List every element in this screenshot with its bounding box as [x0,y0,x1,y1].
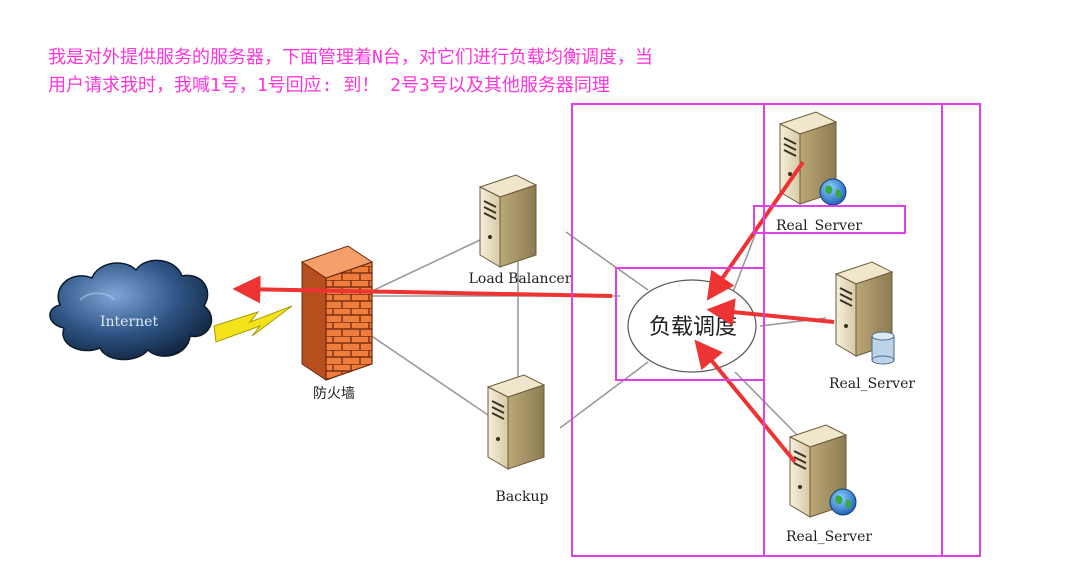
firewall-icon [300,245,374,381]
real-server-2-label: Real_Server [829,376,915,392]
globe-icon [819,178,847,206]
backup-server-icon [486,374,546,470]
annotation-boxes [571,103,981,557]
caption-line-2: 用户请求我时，我喊1号，1号回应: 到！ 2号3号以及其他服务器同理 [48,75,610,96]
annotation-box-outer [571,103,943,557]
load-balancer-label: Load Balancer [469,271,572,287]
globe-icon [829,488,857,516]
load-balancer-server-icon [478,174,538,268]
database-icon [871,331,895,365]
arrow-from-server-3 [694,339,797,464]
annotation-box-server-label [753,205,906,234]
request-arrows [232,160,835,464]
firewall-label: 防火墙 [313,386,355,402]
annotation-box-scheduler [615,267,765,381]
lightning-icon [213,305,293,343]
real-server-1-label: Real_Server [776,218,862,234]
annotation-caption: 我是对外提供服务的服务器，下面管理着N台，对它们进行负载均衡调度，当 用户请求我… [48,44,653,100]
internet-cloud-icon [49,259,213,361]
scheduler-label: 负载调度 [649,315,737,340]
backup-label: Backup [496,489,549,505]
internet-label: Internet [100,314,158,330]
real-server-3-label: Real_Server [786,529,872,545]
arrow-to-internet [232,275,613,304]
arrow-from-server-2 [706,298,835,327]
caption-line-1: 我是对外提供服务的服务器，下面管理着N台，对它们进行负载均衡调度，当 [48,47,653,68]
arrow-from-server-1 [706,160,805,301]
network-links [369,221,827,439]
